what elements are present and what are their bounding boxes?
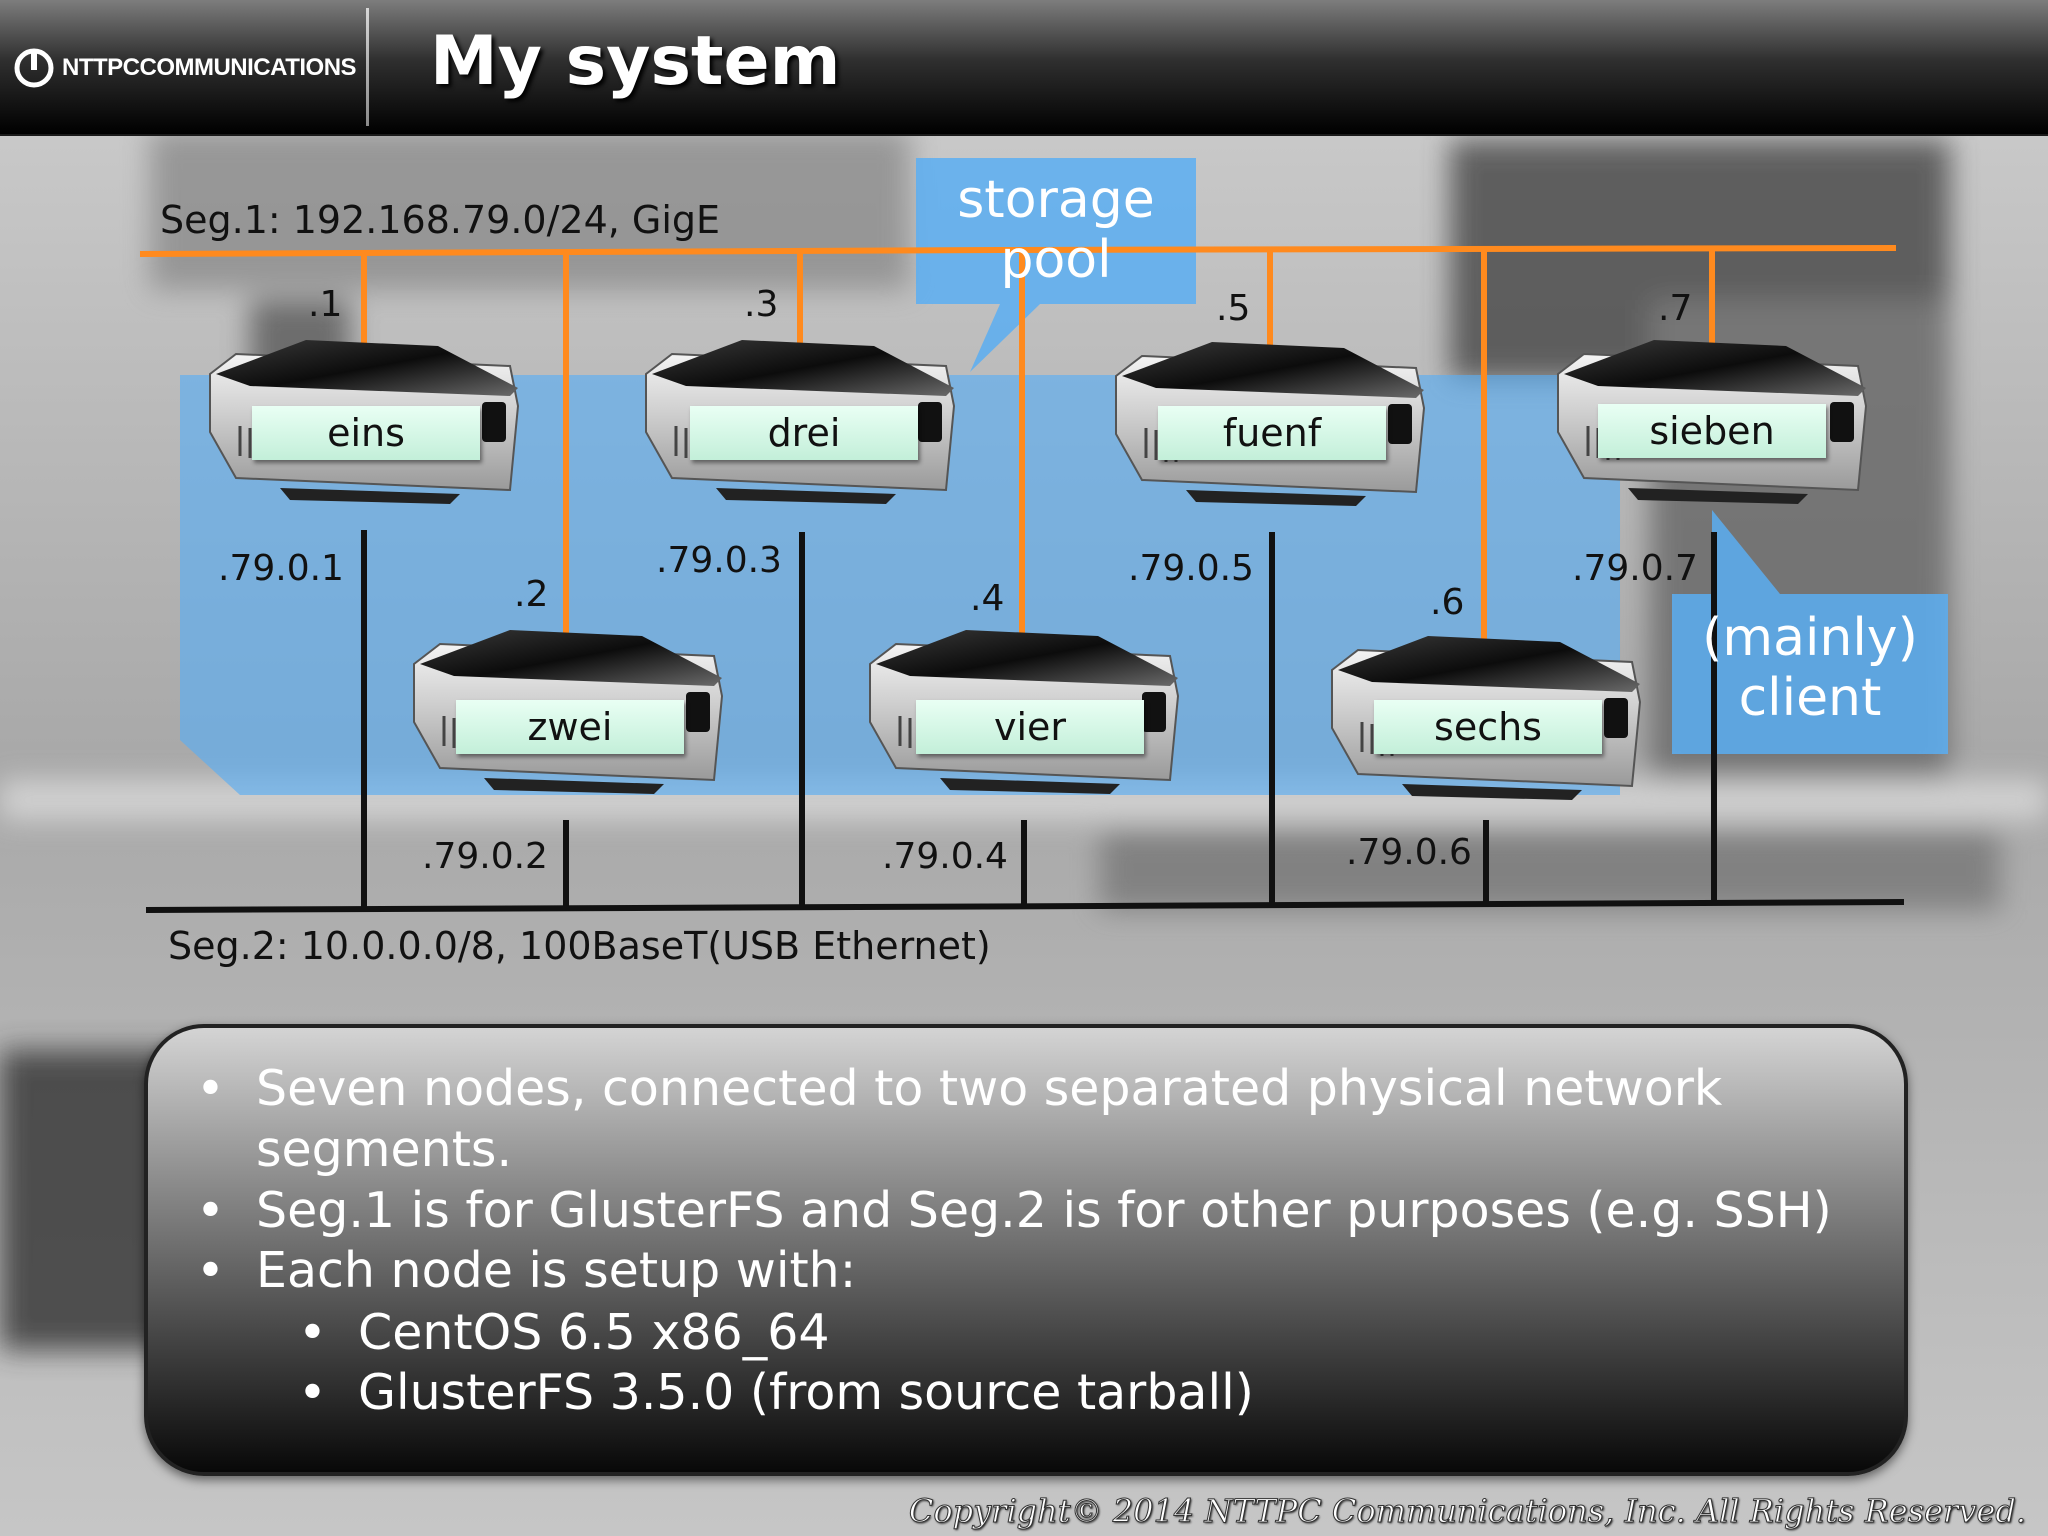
node-label-zwei: zwei — [456, 700, 684, 754]
seg1-label: Seg.1: 192.168.79.0/24, GigE — [160, 198, 721, 242]
node-ip-eins: .79.0.1 — [218, 548, 344, 589]
client-label-line1: (mainly) — [1702, 608, 1918, 668]
logo-text: NTTPCCOMMUNICATIONS — [62, 54, 357, 81]
sub-bullet-item: • CentOS 6.5 x86_64 — [298, 1302, 830, 1363]
storage-pool-label-line2: pool — [1000, 230, 1112, 290]
bullet-text: Each node is setup with: — [256, 1242, 857, 1299]
storage-pool-label-line1: storage — [957, 170, 1155, 230]
title-bar: NTTPCCOMMUNICATIONS My system — [0, 0, 2048, 136]
copyright-notice: Copyright© 2014 NTTPC Communications, In… — [908, 1492, 2026, 1531]
bullet-item: • Each node is setup with: — [196, 1240, 857, 1301]
host-num-eins: .1 — [308, 284, 343, 325]
node-label-eins: eins — [252, 406, 480, 460]
host-num-sechs: .6 — [1430, 582, 1465, 623]
title-divider — [366, 8, 369, 126]
bullet-dot-icon: • — [298, 1364, 327, 1421]
page-title: My system — [430, 22, 841, 101]
bullet-dot-icon: • — [196, 1182, 225, 1239]
seg2-network — [145, 530, 1905, 913]
node-ip-fuenf: .79.0.5 — [1128, 548, 1254, 589]
node-label-fuenf: fuenf — [1158, 406, 1386, 460]
client-callout-shape — [1672, 510, 1948, 754]
bullet-dot-icon: • — [298, 1304, 327, 1361]
node-label-sechs: sechs — [1374, 700, 1602, 754]
bullet-text: Seven nodes, connected to two separated … — [256, 1060, 1723, 1117]
info-box: • Seven nodes, connected to two separate… — [144, 1024, 1908, 1476]
host-num-zwei: .2 — [514, 574, 549, 615]
bullet-dot-icon: • — [196, 1060, 225, 1117]
host-num-drei: .3 — [744, 284, 779, 325]
node-label-drei: drei — [690, 406, 918, 460]
node-ip-sieben: .79.0.7 — [1572, 548, 1698, 589]
host-num-fuenf: .5 — [1216, 288, 1251, 329]
node-ip-sechs: .79.0.6 — [1346, 832, 1472, 873]
company-logo: NTTPCCOMMUNICATIONS — [14, 44, 357, 92]
sub-bullet-item: • GlusterFS 3.5.0 (from source tarball) — [298, 1362, 1254, 1423]
seg1-network — [139, 245, 1897, 648]
bullet-dot-icon: • — [196, 1242, 225, 1299]
bullet-text: GlusterFS 3.5.0 (from source tarball) — [358, 1364, 1254, 1421]
bullet-text-continuation: segments. — [256, 1121, 513, 1178]
client-label-line2: client — [1738, 668, 1882, 728]
seg2-label: Seg.2: 10.0.0.0/8, 100BaseT(USB Ethernet… — [168, 924, 991, 968]
ntt-logo-icon — [14, 48, 54, 88]
storage-pool-label: storage pool — [916, 170, 1196, 290]
bullet-text: Seg.1 is for GlusterFS and Seg.2 is for … — [256, 1182, 1832, 1239]
client-label: (mainly) client — [1672, 608, 1948, 728]
node-ip-drei: .79.0.3 — [656, 540, 782, 581]
bullet-text: CentOS 6.5 x86_64 — [358, 1304, 830, 1361]
node-label-sieben: sieben — [1598, 404, 1826, 458]
bullet-item: • Seven nodes, connected to two separate… — [196, 1058, 1723, 1180]
host-num-vier: .4 — [970, 578, 1005, 619]
node-ip-zwei: .79.0.2 — [422, 836, 548, 877]
host-num-sieben: .7 — [1658, 288, 1693, 329]
node-ip-vier: .79.0.4 — [882, 836, 1008, 877]
node-label-vier: vier — [916, 700, 1144, 754]
bullet-item: • Seg.1 is for GlusterFS and Seg.2 is fo… — [196, 1180, 1832, 1241]
